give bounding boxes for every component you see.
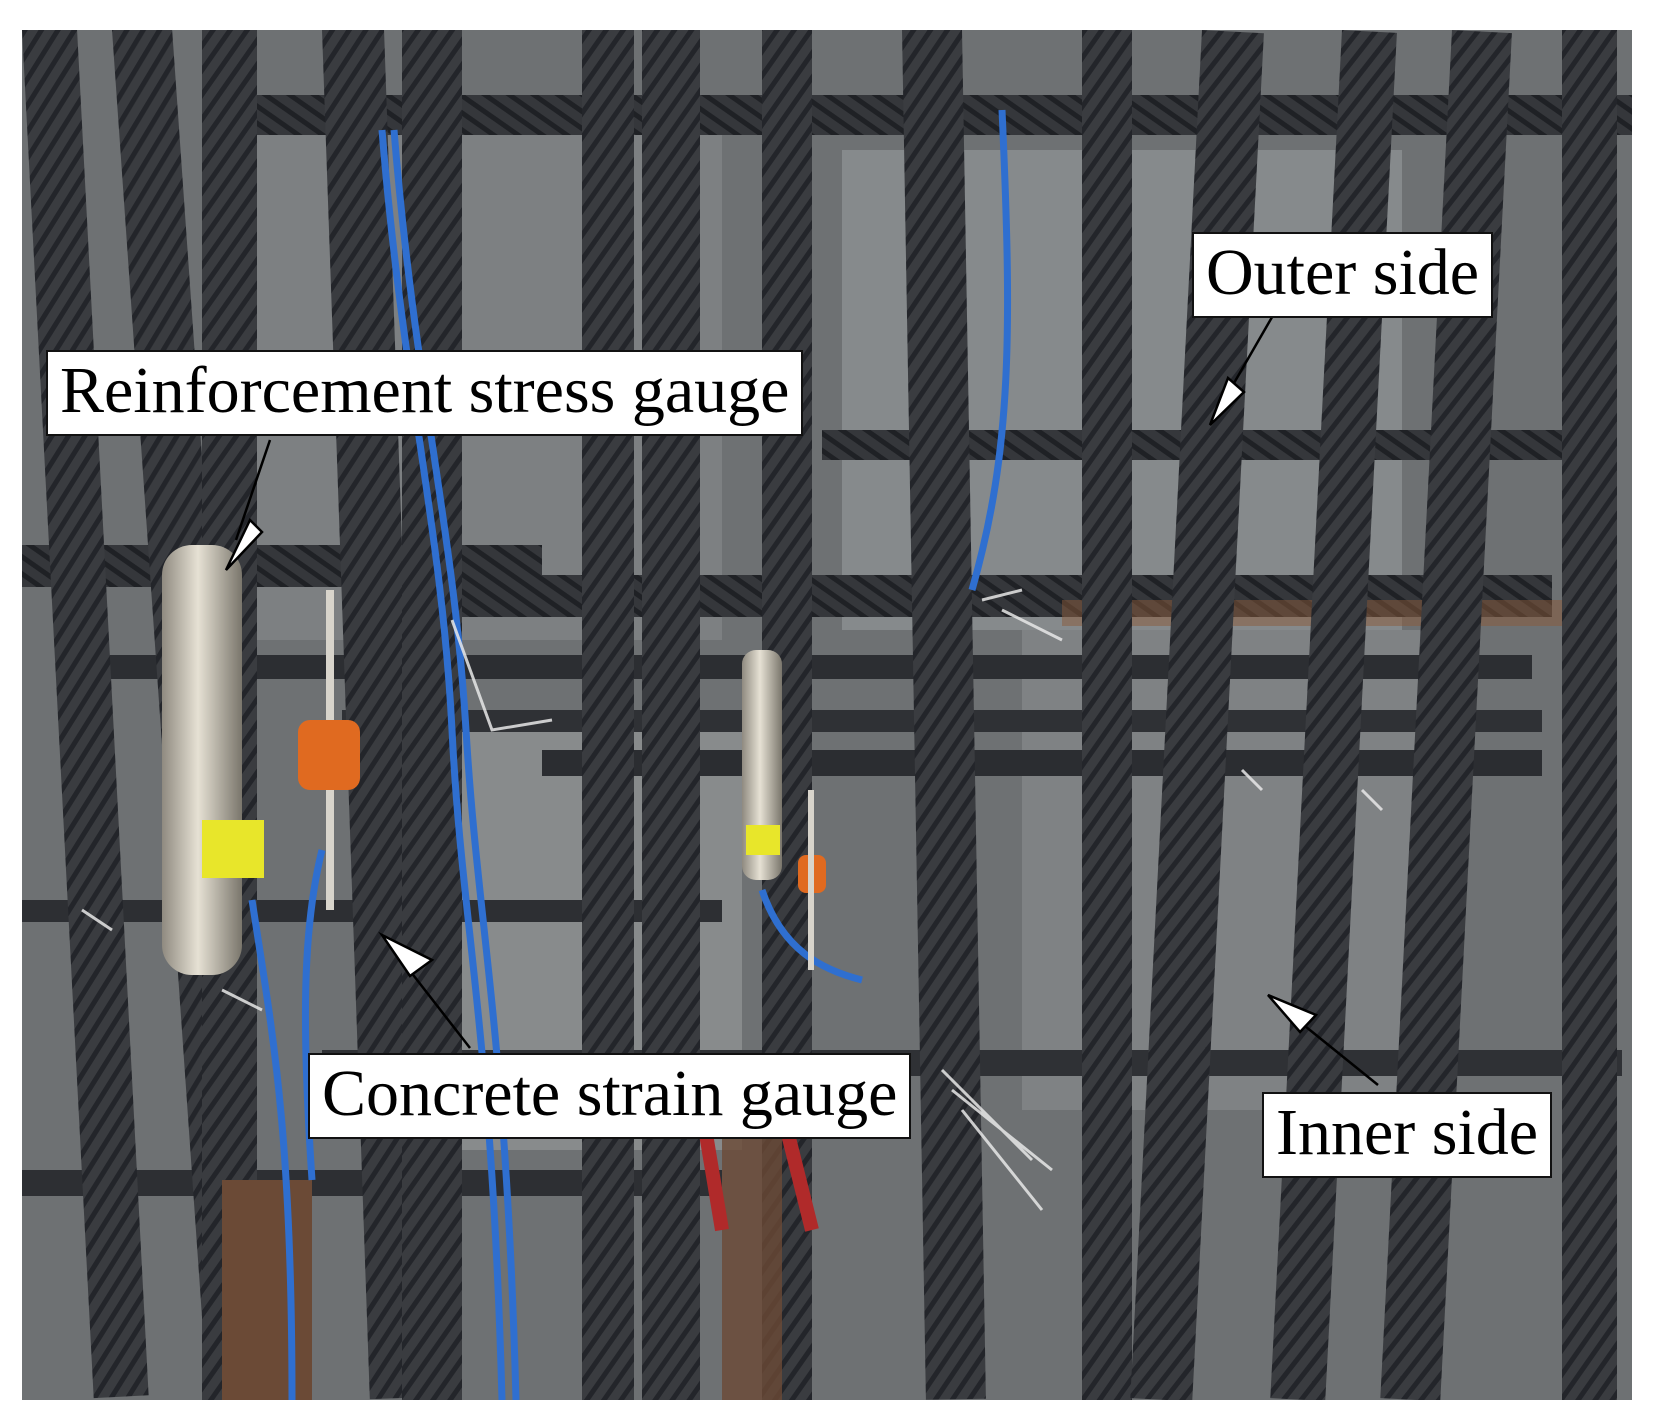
concrete-strain-gauge-label: Concrete strain gauge — [308, 1053, 912, 1139]
reinforcement-stress-gauge-label: Reinforcement stress gauge — [46, 350, 804, 436]
outer-side-label: Outer side — [1192, 232, 1494, 318]
inner-side-label: Inner side — [1262, 1092, 1553, 1178]
